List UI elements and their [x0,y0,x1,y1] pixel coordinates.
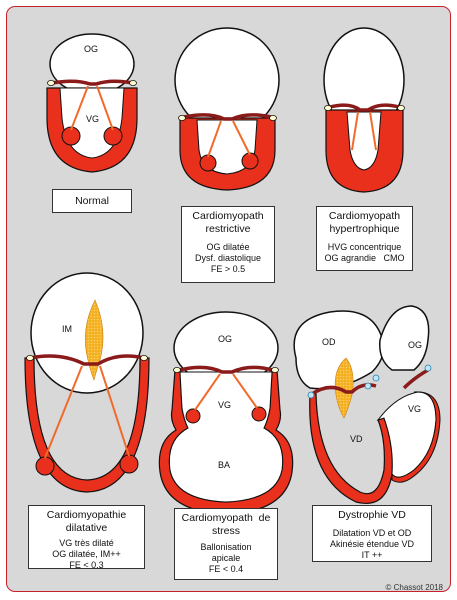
caption-dilatative: Cardiomyopathie dilatative VG très dilat… [28,505,145,570]
caption-vd: Dystrophie VD Dilatation VD et OD Akinés… [312,505,432,562]
caption-hypertrophique-title-1: Cardiomyopath [328,210,401,222]
label-og-stress: OG [218,334,232,344]
label-vg-normal: VG [86,114,99,124]
label-og-vd: OG [408,340,422,350]
caption-hypertrophique-line-1: HVG concentrique [327,242,402,252]
label-vg-stress: VG [218,400,231,410]
heart-hypertrophique [323,27,405,193]
caption-dilatative-line-2: OG dilatée, IM++ [52,549,121,559]
caption-dilatative-line-3: FE < 0.3 [69,560,104,570]
caption-vd-title: Dystrophie VD [338,509,406,521]
copyright: © Chassot 2018 [385,583,443,592]
caption-hypertrophique-title-2: hypertrophique [329,223,400,235]
heart-dilatative: IM [24,272,150,493]
caption-restrictive-line-3: FE > 0.5 [210,264,246,274]
caption-dilatative-title-2: dilatative [65,522,108,534]
caption-vd-line-2: Akinésie étendue VD [329,539,415,549]
caption-stress-line-2: apicale [211,553,241,563]
caption-restrictive: Cardiomyopath restrictive OG dilatée Dys… [181,206,275,283]
label-od: OD [322,337,336,347]
caption-stress-line-3: FE < 0.4 [208,564,244,574]
caption-dilatative-line-1: VG très dilaté [59,538,114,548]
label-im: IM [62,324,72,334]
heart-restrictive [174,27,280,191]
heart-vd: OD OG VD VG [293,305,441,504]
caption-stress-line-1: Ballonisation [200,542,252,552]
caption-restrictive-line-2: Dysf. diastolique [194,253,262,263]
label-ba: BA [218,460,230,470]
caption-normal: Normal [52,189,132,213]
caption-restrictive-title-1: Cardiomyopath [192,210,264,222]
heart-normal: OG VG [46,33,138,173]
label-vd: VD [350,434,363,444]
caption-dilatative-title-1: Cardiomyopathie [46,509,127,521]
caption-stress: Cardiomyopath de stress Ballonisation ap… [174,508,278,580]
caption-hypertrophique: Cardiomyopath hypertrophique HVG concent… [316,206,413,271]
caption-restrictive-line-1: OG dilatée [206,242,250,252]
label-og-normal: OG [84,44,98,54]
caption-hypertrophique-line-2: OG agrandie CMO [324,253,405,263]
heart-stress: OG VG BA [158,311,294,515]
caption-normal-title: Normal [75,195,109,207]
caption-stress-title-1: Cardiomyopath de [181,512,271,524]
caption-stress-title-2: stress [211,525,240,537]
label-vg-vd: VG [408,404,421,414]
caption-vd-line-3: IT ++ [361,550,383,560]
caption-vd-line-1: Dilatation VD et OD [332,528,412,538]
caption-restrictive-title-2: restrictive [205,223,251,235]
